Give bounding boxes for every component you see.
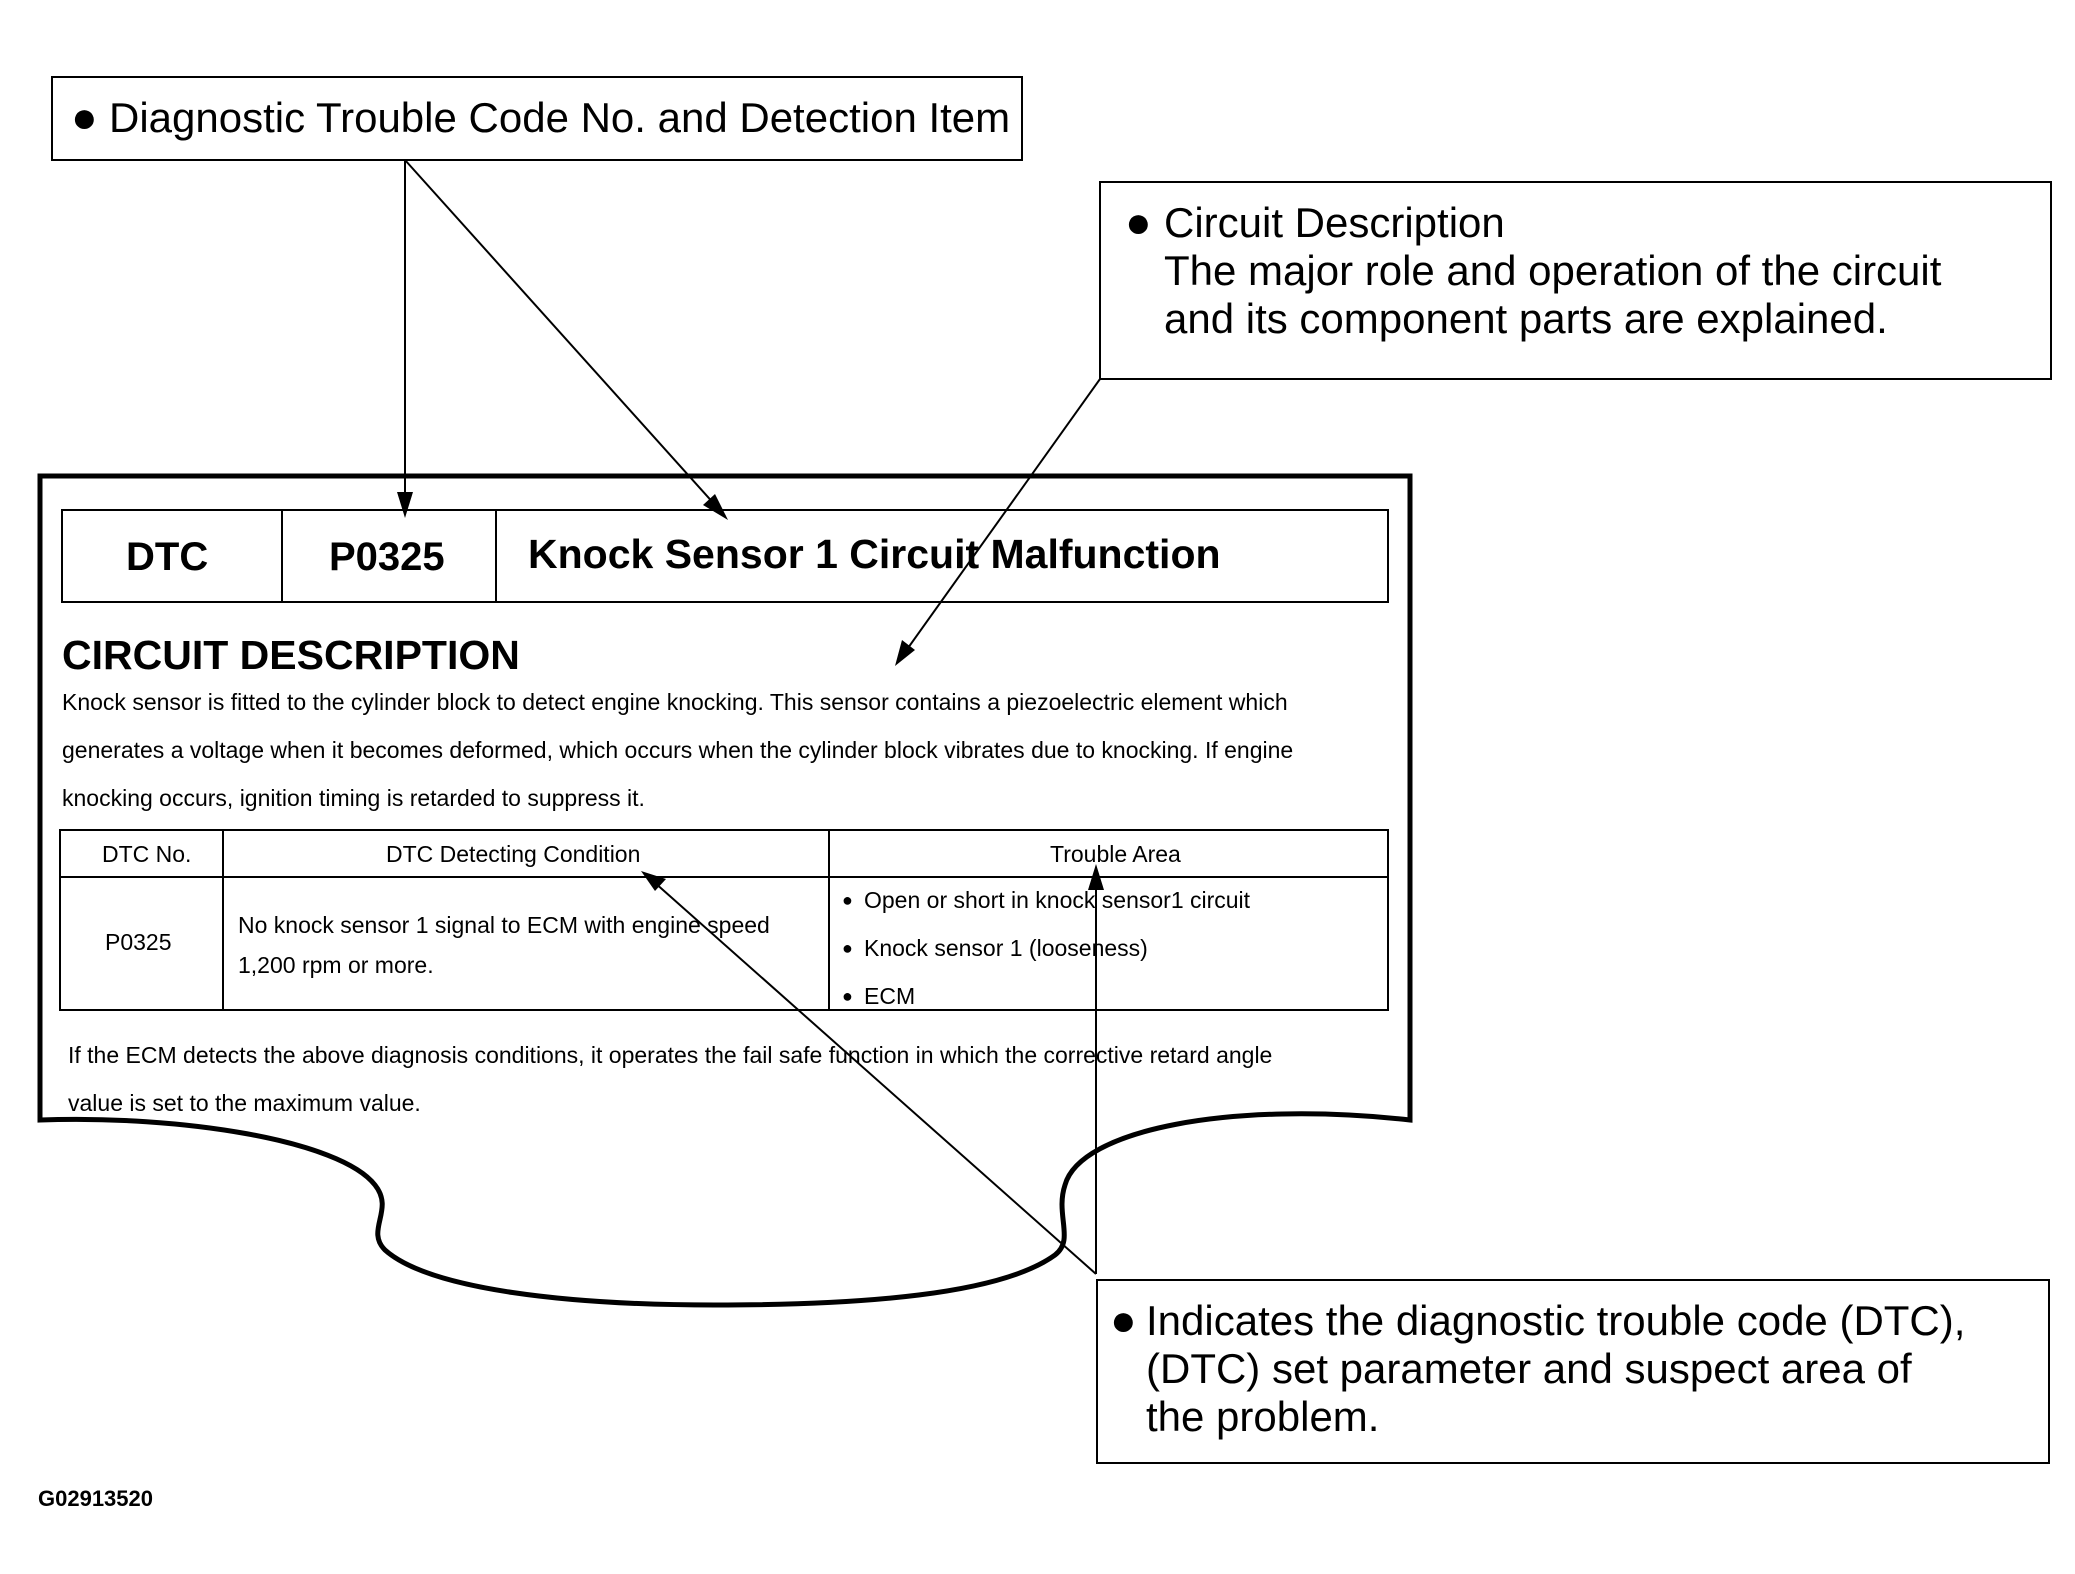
bullet-icon: ● — [71, 93, 98, 142]
trouble-area-item: Knock sensor 1 (looseness) — [864, 935, 1148, 961]
dtc-label: DTC — [126, 535, 209, 579]
bullet-icon: ● — [842, 938, 853, 958]
description-line-1: Knock sensor is fitted to the cylinder b… — [62, 689, 1288, 715]
footer-line-2: value is set to the maximum value. — [68, 1090, 421, 1116]
dtc-title: Knock Sensor 1 Circuit Malfunction — [528, 531, 1221, 577]
arrowheads — [397, 492, 1104, 891]
dtc-code: P0325 — [329, 535, 445, 579]
callout-circuit-description: ● Circuit Description The major role and… — [1099, 181, 2052, 380]
bullet-icon: ● — [1110, 1296, 1137, 1345]
header-box — [61, 509, 1389, 603]
callout-arrows — [404, 159, 1101, 1275]
callout-circuit-line-1: Circuit Description — [1164, 199, 1505, 246]
table-cell-condition-line-1: No knock sensor 1 signal to ECM with eng… — [238, 912, 770, 938]
table-grid — [59, 829, 1389, 1011]
bullet-icon: ● — [842, 890, 853, 910]
callout-circuit-line-3: and its component parts are explained. — [1164, 295, 1888, 342]
trouble-area-item: ECM — [864, 983, 916, 1009]
callout-dtc-item: ● Diagnostic Trouble Code No. and Detect… — [51, 76, 1023, 161]
table-cell-dtc-no: P0325 — [105, 929, 172, 955]
callout-indicates-line-3: the problem. — [1146, 1393, 1380, 1440]
callout-indicates-line-1: Indicates the diagnostic trouble code (D… — [1146, 1297, 1966, 1344]
table-cell-condition-line-2: 1,200 rpm or more. — [238, 952, 434, 978]
callout-dtc-item-text: Diagnostic Trouble Code No. and Detectio… — [109, 94, 1011, 141]
bullet-icon: ● — [842, 986, 853, 1006]
description-line-3: knocking occurs, ignition timing is reta… — [62, 785, 645, 811]
section-title: CIRCUIT DESCRIPTION — [62, 632, 520, 678]
table-header-dtc-no: DTC No. — [102, 841, 192, 867]
trouble-area-item: Open or short in knock sensor1 circuit — [864, 887, 1251, 913]
callout-circuit-line-2: The major role and operation of the circ… — [1164, 247, 1942, 294]
description-line-2: generates a voltage when it becomes defo… — [62, 737, 1294, 763]
bullet-icon: ● — [1125, 198, 1152, 247]
document-outline — [37, 473, 1413, 1308]
callout-indicates-line-2: (DTC) set parameter and suspect area of — [1146, 1345, 1912, 1392]
table-header-trouble-area: Trouble Area — [1050, 841, 1181, 867]
table-header-condition: DTC Detecting Condition — [386, 841, 641, 867]
footer-line-1: If the ECM detects the above diagnosis c… — [68, 1042, 1273, 1068]
figure-id: G02913520 — [38, 1486, 153, 1511]
callout-indicates: ● Indicates the diagnostic trouble code … — [1096, 1279, 2050, 1464]
